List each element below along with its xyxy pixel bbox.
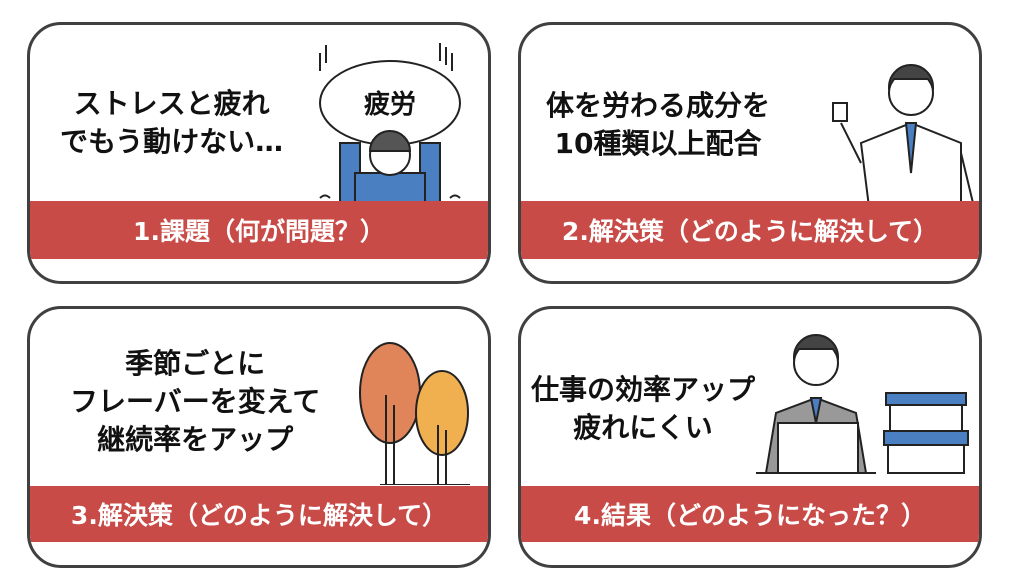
text-line: 季節ごとに <box>125 347 266 380</box>
bubble-label: 疲労 <box>364 89 416 120</box>
text-line: フレーバーを変えて <box>70 385 321 418</box>
text-line: 継続率をアップ <box>97 423 294 456</box>
text-line: 体を労わる成分を <box>546 89 771 122</box>
man-with-laptop-illustration <box>756 334 969 474</box>
card-solution-2: 季節ごとに フレーバーを変えて 継続率をアップ 3.解決策（どのように解決して） <box>27 306 491 568</box>
banner-result: 4.結果（どのようになった？） <box>521 486 979 542</box>
card-problem: ストレスと疲れ でもう動けない… 疲労 1.課題（何が問題？） <box>27 22 491 284</box>
tired-man-illustration: 疲労 <box>319 43 461 203</box>
result-text: 仕事の効率アップ 疲れにくい <box>531 371 755 447</box>
banner-solution-1: 2.解決策（どのように解決して） <box>521 201 979 259</box>
banner-solution-2: 3.解決策（どのように解決して） <box>30 486 488 542</box>
man-holding-drink-illustration <box>832 64 975 203</box>
text-line: ストレスと疲れ <box>73 87 270 120</box>
card-result: 仕事の効率アップ 疲れにくい 4.結果（どのようになった？） <box>518 306 982 568</box>
text-line: 疲れにくい <box>573 411 713 444</box>
problem-text: ストレスと疲れ でもう動けない… <box>60 85 283 161</box>
text-line: でもう動けない… <box>60 125 284 158</box>
solution-1-text: 体を労わる成分を 10種類以上配合 <box>546 87 770 163</box>
autumn-trees-illustration <box>359 342 470 485</box>
solution-2-text: 季節ごとに フレーバーを変えて 継続率をアップ <box>70 345 320 459</box>
banner-problem: 1.課題（何が問題？） <box>30 201 488 259</box>
card-solution-1: 体を労わる成分を 10種類以上配合 2.解決策（どのように解決して） <box>518 22 982 284</box>
text-line: 仕事の効率アップ <box>531 373 756 406</box>
text-line: 10種類以上配合 <box>554 127 762 160</box>
